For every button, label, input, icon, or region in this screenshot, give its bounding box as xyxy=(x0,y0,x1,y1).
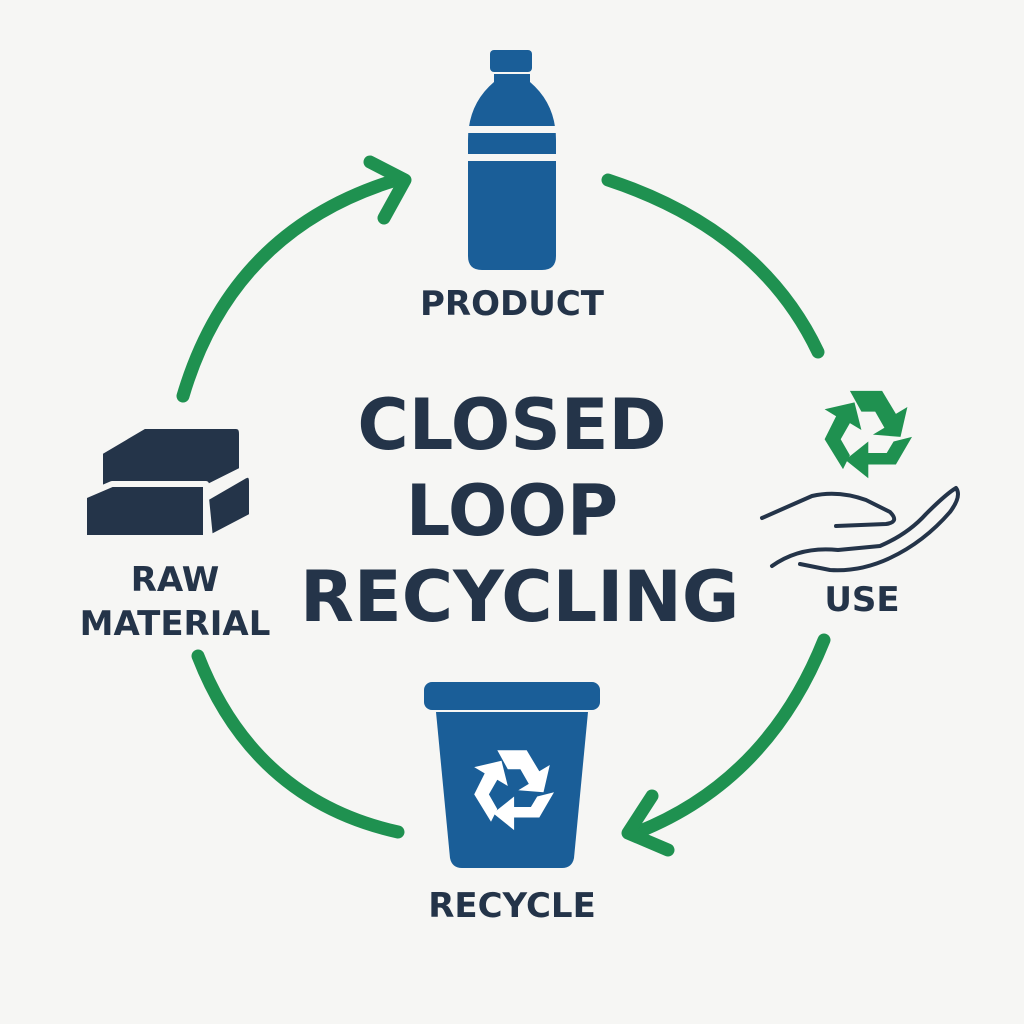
title-line-3: RECYCLING xyxy=(300,556,740,638)
diagram-title: CLOSED LOOP RECYCLING xyxy=(300,382,740,640)
bottle-icon xyxy=(468,50,556,270)
arc-raw-to-product xyxy=(176,173,403,403)
title-line-1: CLOSED xyxy=(357,384,667,466)
use-label: USE xyxy=(824,580,900,620)
hand-recycle-icon xyxy=(760,390,960,573)
arc-recycle-to-raw xyxy=(191,649,405,839)
cycle-arrows xyxy=(176,155,831,857)
product-label: PRODUCT xyxy=(420,284,604,324)
stacked-blocks-icon xyxy=(81,423,255,541)
recycling-bin-icon xyxy=(424,682,600,868)
raw-material-label-line-2: MATERIAL xyxy=(79,604,271,644)
arc-product-to-use xyxy=(601,173,825,359)
arc-use-to-recycle xyxy=(631,633,831,839)
raw-material-label: RAW MATERIAL xyxy=(70,558,280,646)
arrowhead-product xyxy=(363,155,412,225)
arrowhead-recycle xyxy=(621,789,675,857)
title-line-2: LOOP xyxy=(405,470,619,552)
recycle-label: RECYCLE xyxy=(428,886,596,926)
raw-material-label-line-1: RAW xyxy=(130,560,220,600)
